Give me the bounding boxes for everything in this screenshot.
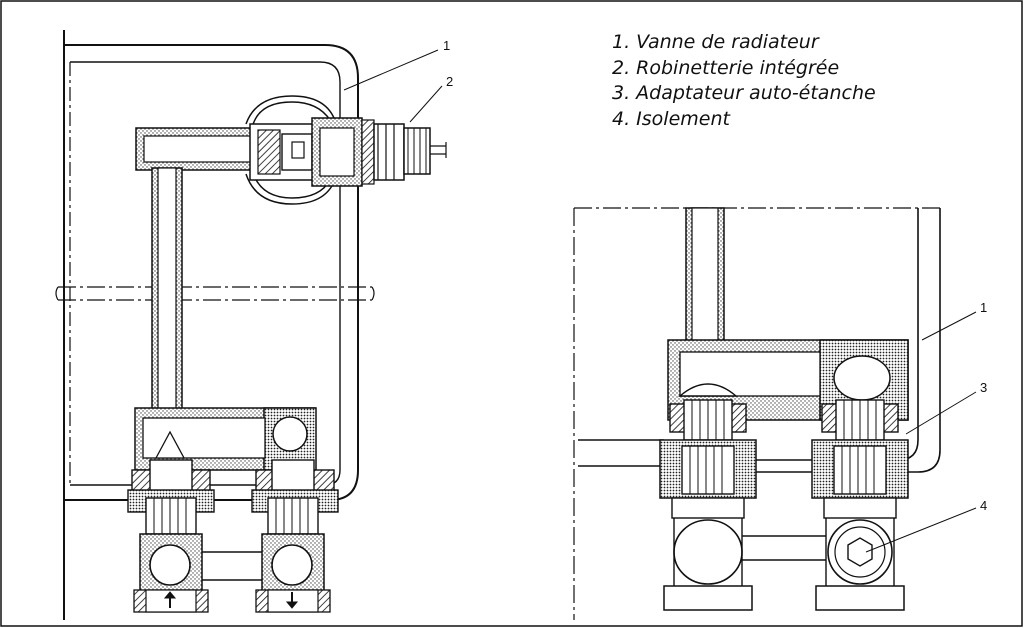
right-drawing bbox=[573, 207, 977, 620]
legend-item-isolation: 4. Isolement bbox=[612, 107, 730, 130]
callout-right-3: 3 bbox=[980, 380, 987, 395]
legend-item-radiator-valve: 1. Vanne de radiateur bbox=[612, 31, 819, 53]
legend-item-integrated-fittings: 2. Robinetterie intégrée bbox=[612, 56, 840, 79]
left-drawing bbox=[55, 30, 447, 620]
callout-right-4: 4 bbox=[980, 498, 987, 513]
legend-list: 1. Vanne de radiateur 2. Robinetterie in… bbox=[612, 30, 876, 132]
callout-left-2: 2 bbox=[446, 74, 453, 89]
callout-left-1: 1 bbox=[443, 38, 450, 53]
legend-item-self-sealing-adapter: 3. Adaptateur auto-étanche bbox=[612, 82, 876, 104]
callout-right-1: 1 bbox=[980, 300, 987, 315]
